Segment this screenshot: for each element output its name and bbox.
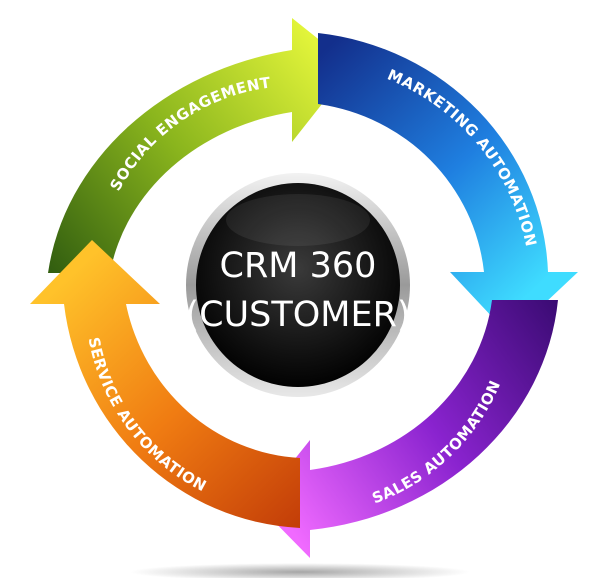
center-title-line2: (CUSTOMER) [185, 295, 410, 335]
sales-automation-arrow [258, 300, 558, 558]
center-title-line1: CRM 360 [220, 246, 377, 286]
social-engagement-arrow [48, 18, 352, 273]
center-disc [196, 183, 400, 387]
service-automation-arrow [30, 240, 300, 528]
center-disc-highlight [226, 194, 370, 246]
floor-shadow [130, 563, 470, 578]
marketing-automation-arrow [318, 33, 578, 336]
